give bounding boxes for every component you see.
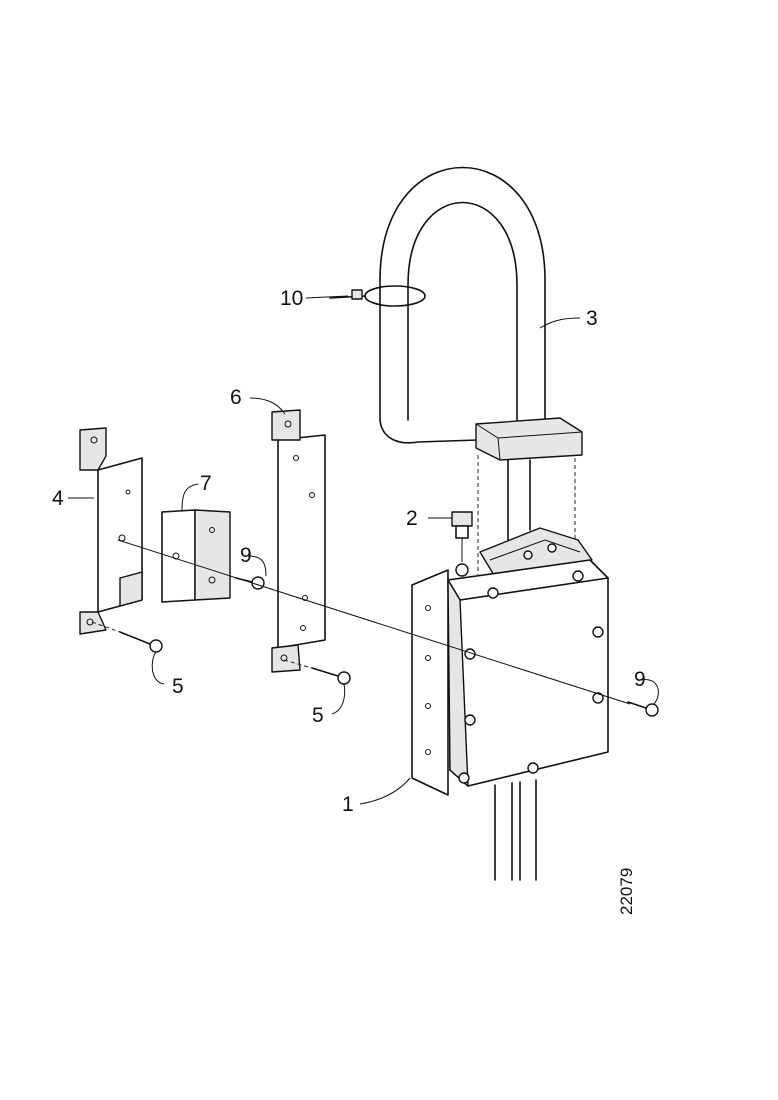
part-5-screw-right [283,659,351,685]
label-part-10: 10 [280,287,303,310]
part-4-bracket [79,427,143,635]
label-part-4: 4 [52,487,64,510]
label-part-2: 2 [406,507,418,530]
part-7-angle-bracket [161,509,231,603]
part-3-handle [379,166,583,580]
label-part-9-left: 9 [240,544,252,567]
part-2-connector [451,511,473,562]
part-6-bracket [271,409,326,673]
label-part-1: 1 [342,793,354,816]
label-part-5-right: 5 [312,704,324,727]
label-part-7: 7 [200,472,212,495]
part-9-screw-right [627,701,659,717]
drawing-reference-number: 22079 [617,868,636,915]
part-10-cable-tie [329,285,426,307]
label-part-9-right: 9 [634,668,646,691]
leader-lines [68,295,659,805]
part-1-control-box [411,527,609,881]
assembly-axis-line [117,539,631,705]
label-part-5-left: 5 [172,675,184,698]
label-part-3: 3 [586,307,598,330]
label-part-6: 6 [230,386,242,409]
